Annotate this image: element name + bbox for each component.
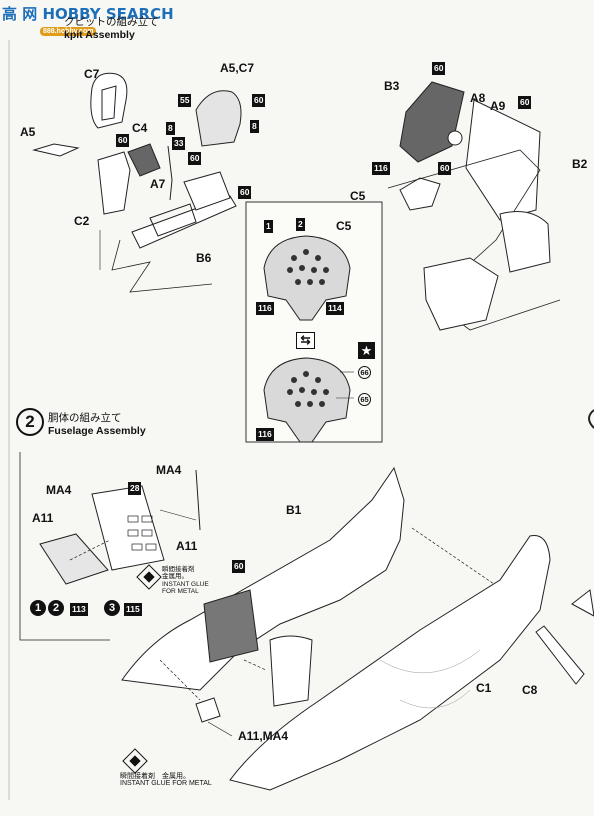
watermark: 高 网 HOBBY SEARCH [2,5,174,23]
paint-badge: 60 [438,162,452,175]
label-b2: B2 [572,157,588,171]
callout-number: 66 [358,366,371,379]
label-a9: A9 [490,99,506,113]
label-a5c7: A5,C7 [220,61,255,75]
star-icon: ★ [358,342,375,359]
paint-badge: 115 [124,603,142,616]
cockpit-sides-drawing [423,257,499,331]
paint-badge: 116 [372,162,390,175]
label-a7: A7 [150,177,166,191]
panel-c2-drawing [97,151,131,215]
watermark-url: 888.hobby.com [40,27,97,36]
label-c1: C1 [476,681,492,695]
option-3-marker: 3 [104,600,120,616]
paint-badge: 60 [188,152,202,165]
label-a11-left: A11 [32,511,54,525]
part-a11-drawing [39,533,109,585]
paint-badge: 1 [264,220,273,233]
paint-badge: 33 [172,137,186,150]
paint-badge: 2 [296,218,305,231]
seat-c7-drawing [90,72,128,129]
label-ma4-top: MA4 [156,463,182,477]
label-a8: A8 [470,91,486,105]
paint-badge: 28 [128,482,142,495]
paint-badge: 60 [238,186,252,199]
label-c7: C7 [84,67,100,81]
paint-badge: 114 [326,302,344,315]
instrument-panel-upper [263,235,351,321]
paint-badge: 60 [432,62,446,75]
label-a11ma4: A11,MA4 [238,729,289,743]
callout-number: 65 [358,393,371,406]
label-a11-right: A11 [176,539,198,553]
instrument-panel-lower [263,357,351,443]
paint-badge: 55 [178,94,192,107]
paint-badge: 116 [256,428,274,441]
direction-arrow-icon: ⇆ [296,332,315,349]
glue-note-bottom: 瞬間接着剤 金属用。 INSTANT GLUE FOR METAL [120,772,212,788]
label-c4: C4 [132,121,148,135]
step1-title-en: kpit Assembly [64,29,135,41]
label-c2: C2 [74,214,90,228]
fuselage-c1-drawing [229,535,551,791]
label-c5-inset: C5 [336,219,352,233]
label-a5: A5 [20,125,36,139]
label-ma4-left: MA4 [46,483,72,497]
floor-b6-drawing [131,195,237,249]
step2-number: 2 [16,408,44,436]
label-b3: B3 [384,79,400,93]
step2-title-en: Fuselage Assembly [48,425,146,437]
label-b6: B6 [196,251,212,265]
bulkhead-b3-drawing [399,81,465,163]
option-2-marker: 2 [48,600,64,616]
label-c5-top: C5 [350,189,366,203]
step2-title-jp: 胴体の組み立て [48,412,122,424]
paint-badge: 116 [256,302,274,315]
paint-badge: 113 [70,603,88,616]
paint-badge: 8 [166,122,175,135]
paint-badge: 60 [252,94,266,107]
step1-title-jp: クピットの組み立て [64,16,159,28]
paint-badge: 8 [250,120,259,133]
etch-sheet-ma4 [91,485,165,571]
fuselage-b1-drawing [121,466,405,691]
label-c8: C8 [522,683,538,697]
option-1-marker: 1 [30,600,46,616]
label-b1: B1 [286,503,302,517]
seat-a5c7-drawing [195,90,242,147]
part-c8-drawing [535,625,585,685]
glue-note-inline: 瞬間接着剤 金属用。 INSTANT GLUE FOR METAL [162,565,209,596]
paint-badge: 60 [232,560,246,573]
paint-badge: 60 [116,134,130,147]
paint-badge: 60 [518,96,532,109]
